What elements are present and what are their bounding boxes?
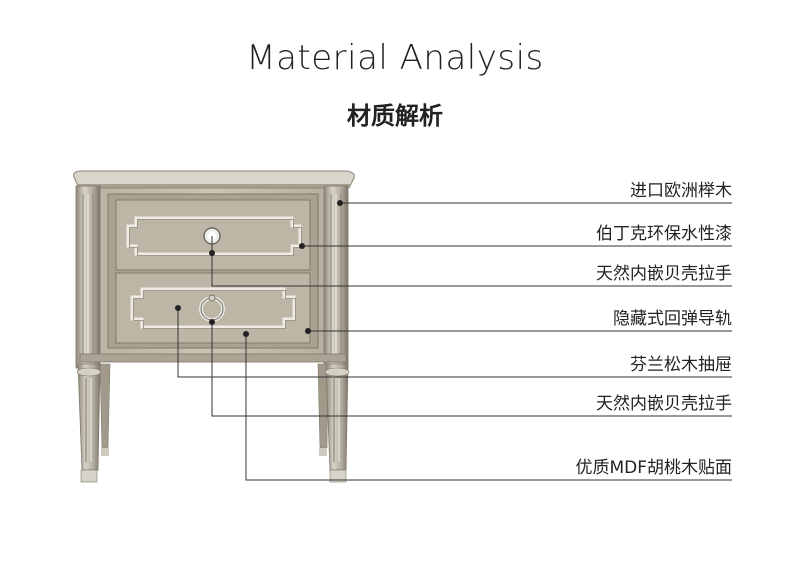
callout-line-7: [245, 334, 732, 481]
base-rail: [79, 353, 347, 363]
callout-dot-7: [243, 331, 249, 337]
label-eco-water-paint: 伯丁克环保水性漆: [596, 224, 732, 244]
title-english: Material Analysis: [246, 38, 544, 78]
callout-line-6: [211, 320, 732, 417]
label-mdf-walnut-veneer: 优质MDF胡桃木贴面: [575, 458, 732, 478]
cabinet-top: [73, 170, 355, 188]
back-right-leg: [317, 363, 329, 456]
lower-drawer: [115, 272, 311, 344]
right-pilaster: [323, 185, 349, 369]
label-european-beech: 进口欧洲榉木: [630, 181, 732, 201]
label-shell-handle-upper: 天然内嵌贝壳拉手: [596, 264, 732, 284]
front-left-leg: [76, 363, 102, 483]
label-hidden-rebound-rail: 隐藏式回弹导轨: [613, 309, 732, 329]
front-right-leg: [324, 363, 350, 483]
left-pilaster: [75, 185, 101, 369]
callout-dot-5: [175, 305, 181, 311]
callout-dot-1: [337, 200, 343, 206]
label-finnish-pine-drawer: 芬兰松木抽屉: [630, 355, 732, 375]
callout-dots: [175, 200, 343, 337]
back-left-leg: [99, 363, 111, 456]
callout-dot-6: [209, 319, 215, 325]
callout-line-5: [177, 308, 732, 378]
label-shell-handle-lower: 天然内嵌贝壳拉手: [596, 394, 732, 414]
callout-dot-2: [299, 243, 305, 249]
title-chinese: 材质解析: [347, 102, 443, 130]
callout-dot-4: [305, 328, 311, 334]
callout-dot-3: [209, 250, 215, 256]
